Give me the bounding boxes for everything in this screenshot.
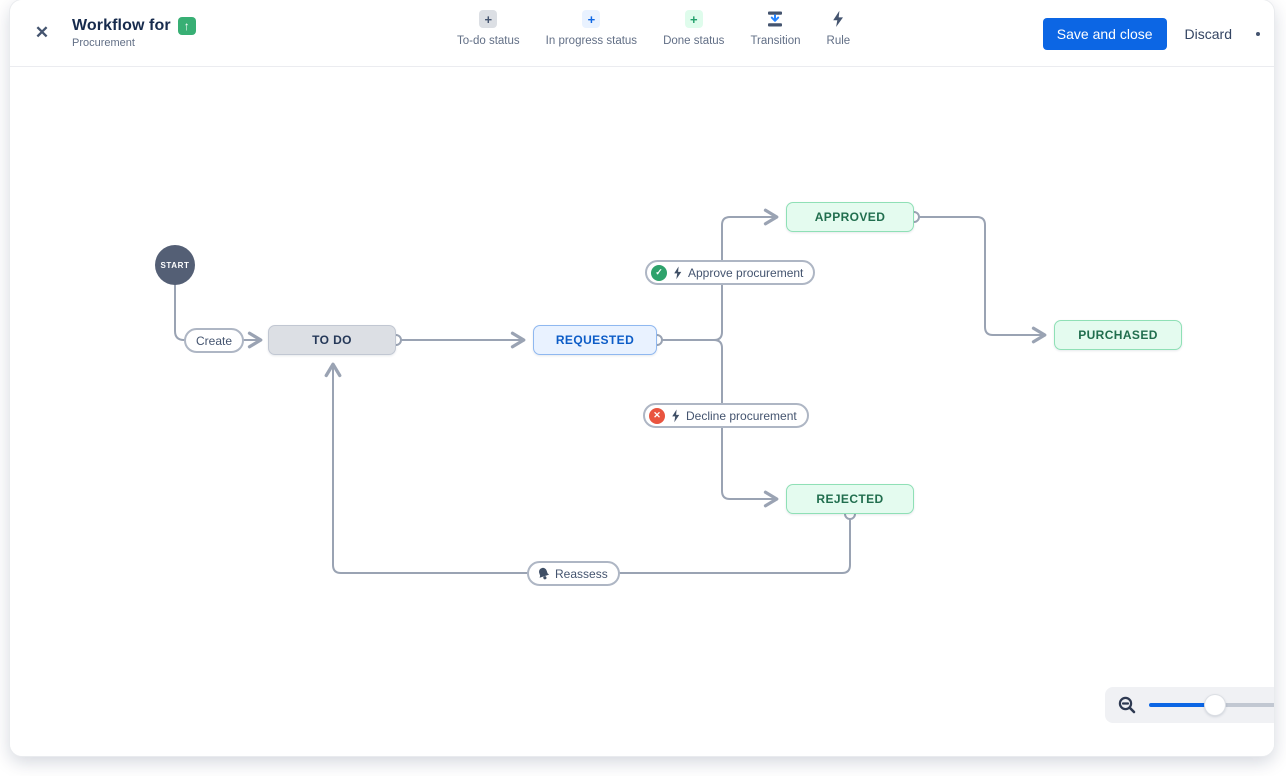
transition-create[interactable]: Create	[184, 328, 245, 353]
rule-lightning-icon	[672, 266, 683, 280]
status-to-do[interactable]: TO DO	[268, 325, 396, 355]
zoom-out-icon[interactable]	[1117, 695, 1137, 715]
workflow-editor-window: ✕ Workflow for ↑ Procurement + To-do sta…	[10, 0, 1274, 756]
page-title: Workflow for	[72, 17, 171, 34]
toolbar-add-transition[interactable]: Transition	[750, 10, 801, 47]
header-actions: Save and close Discard	[1042, 0, 1260, 67]
toolbar-add-todo-status[interactable]: + To-do status	[457, 10, 520, 47]
workflow-canvas[interactable]: START TO DO REQUESTED APPROVED PURCHASED…	[10, 67, 1274, 756]
notification-bell-icon	[535, 565, 551, 581]
zoom-slider-fill	[1149, 703, 1215, 707]
transition-icon	[766, 10, 784, 28]
toolbar-item-label: Done status	[663, 35, 725, 47]
workflow-edges	[174, 208, 1047, 574]
toolbar-add-rule[interactable]: Rule	[826, 10, 851, 47]
editor-header: ✕ Workflow for ↑ Procurement + To-do sta…	[10, 0, 1274, 67]
close-icon[interactable]: ✕	[28, 19, 56, 47]
status-approved[interactable]: APPROVED	[786, 202, 914, 232]
transition-decline-procurement[interactable]: ✕ Decline procurement	[643, 403, 809, 428]
toolbar-item-label: In progress status	[545, 35, 638, 47]
discard-button[interactable]: Discard	[1184, 25, 1232, 42]
lightning-bolt-icon	[829, 10, 847, 28]
status-purchased[interactable]: PURCHASED	[1054, 320, 1182, 350]
transition-reassess[interactable]: Reassess	[527, 561, 620, 586]
status-rejected[interactable]: REJECTED	[786, 484, 914, 514]
zoom-control	[1105, 687, 1274, 723]
transition-label: Approve procurement	[688, 265, 804, 280]
plus-icon: +	[684, 10, 703, 28]
transition-label: Reassess	[555, 566, 608, 581]
toolbar-add-in-progress-status[interactable]: + In progress status	[546, 10, 637, 47]
toolbar-item-label: Rule	[826, 35, 851, 47]
title-block: Workflow for ↑ Procurement	[72, 17, 196, 49]
transition-label: Create	[196, 333, 233, 348]
editor-toolbar: + To-do status + In progress status + Do…	[457, 10, 850, 47]
plus-icon: +	[582, 10, 601, 28]
transition-approve-procurement[interactable]: ✓ Approve procurement	[645, 260, 816, 285]
zoom-slider[interactable]	[1149, 695, 1274, 715]
status-requested[interactable]: REQUESTED	[533, 325, 657, 355]
start-node[interactable]: START	[155, 245, 195, 285]
save-and-close-button[interactable]: Save and close	[1042, 17, 1167, 50]
toolbar-add-done-status[interactable]: + Done status	[663, 10, 724, 47]
zoom-slider-handle[interactable]	[1205, 695, 1225, 715]
approve-check-circle-icon: ✓	[651, 264, 667, 281]
decline-x-circle-icon: ✕	[649, 407, 665, 424]
improvement-type-icon: ↑	[177, 17, 196, 35]
toolbar-item-label: Transition	[750, 35, 801, 47]
workflow-subtitle: Procurement	[72, 37, 135, 49]
transition-label: Decline procurement	[686, 408, 797, 423]
toolbar-item-label: To-do status	[457, 35, 520, 47]
plus-icon: +	[479, 10, 498, 28]
zoom-slider-track	[1215, 703, 1274, 707]
more-indicator-dot[interactable]	[1256, 31, 1260, 36]
rule-lightning-icon	[670, 409, 681, 423]
